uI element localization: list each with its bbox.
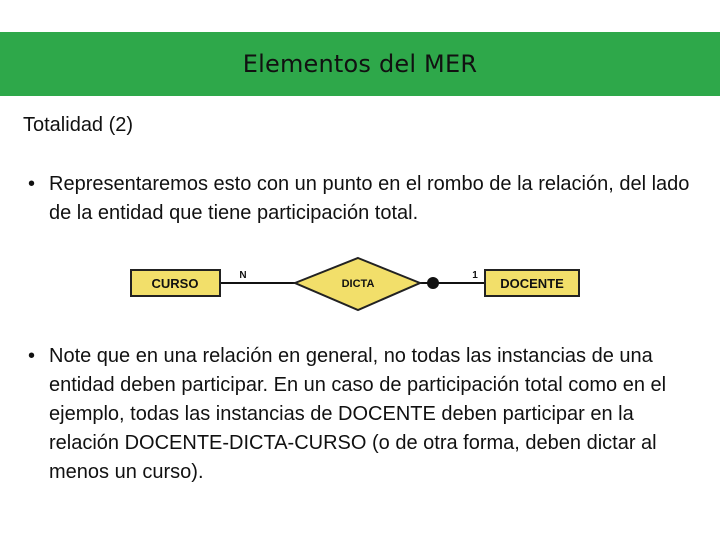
slide-subtitle: Totalidad (2) xyxy=(23,114,134,136)
bullet-item-1: • Representaremos esto con un punto en e… xyxy=(28,170,708,230)
bullet-text-1: Representaremos esto con un punto en el … xyxy=(49,173,690,224)
bullet-item-2: • Note que en una relación en general, n… xyxy=(28,342,708,492)
cardinality-left: N xyxy=(239,270,246,281)
total-participation-dot-icon xyxy=(427,277,439,289)
entity-box-docente xyxy=(484,269,580,297)
entity-box-curso xyxy=(130,269,221,297)
relationship-label-dicta: DICTA xyxy=(342,278,375,290)
relationship-diamond-dicta xyxy=(292,256,423,312)
slide-header: Elementos del MER xyxy=(0,32,720,96)
entity-label-docente: DOCENTE xyxy=(500,276,564,291)
entity-label-curso: CURSO xyxy=(152,276,199,291)
cardinality-right: 1 xyxy=(472,270,478,281)
bullet-dot-icon: • xyxy=(28,345,36,367)
er-diagram: CURSO DICTA DOCENTE N 1 xyxy=(130,256,580,312)
slide-title: Elementos del MER xyxy=(242,50,478,78)
bullet-dot-icon: • xyxy=(28,173,36,195)
bullet-text-2: Note que en una relación en general, no … xyxy=(49,345,667,483)
